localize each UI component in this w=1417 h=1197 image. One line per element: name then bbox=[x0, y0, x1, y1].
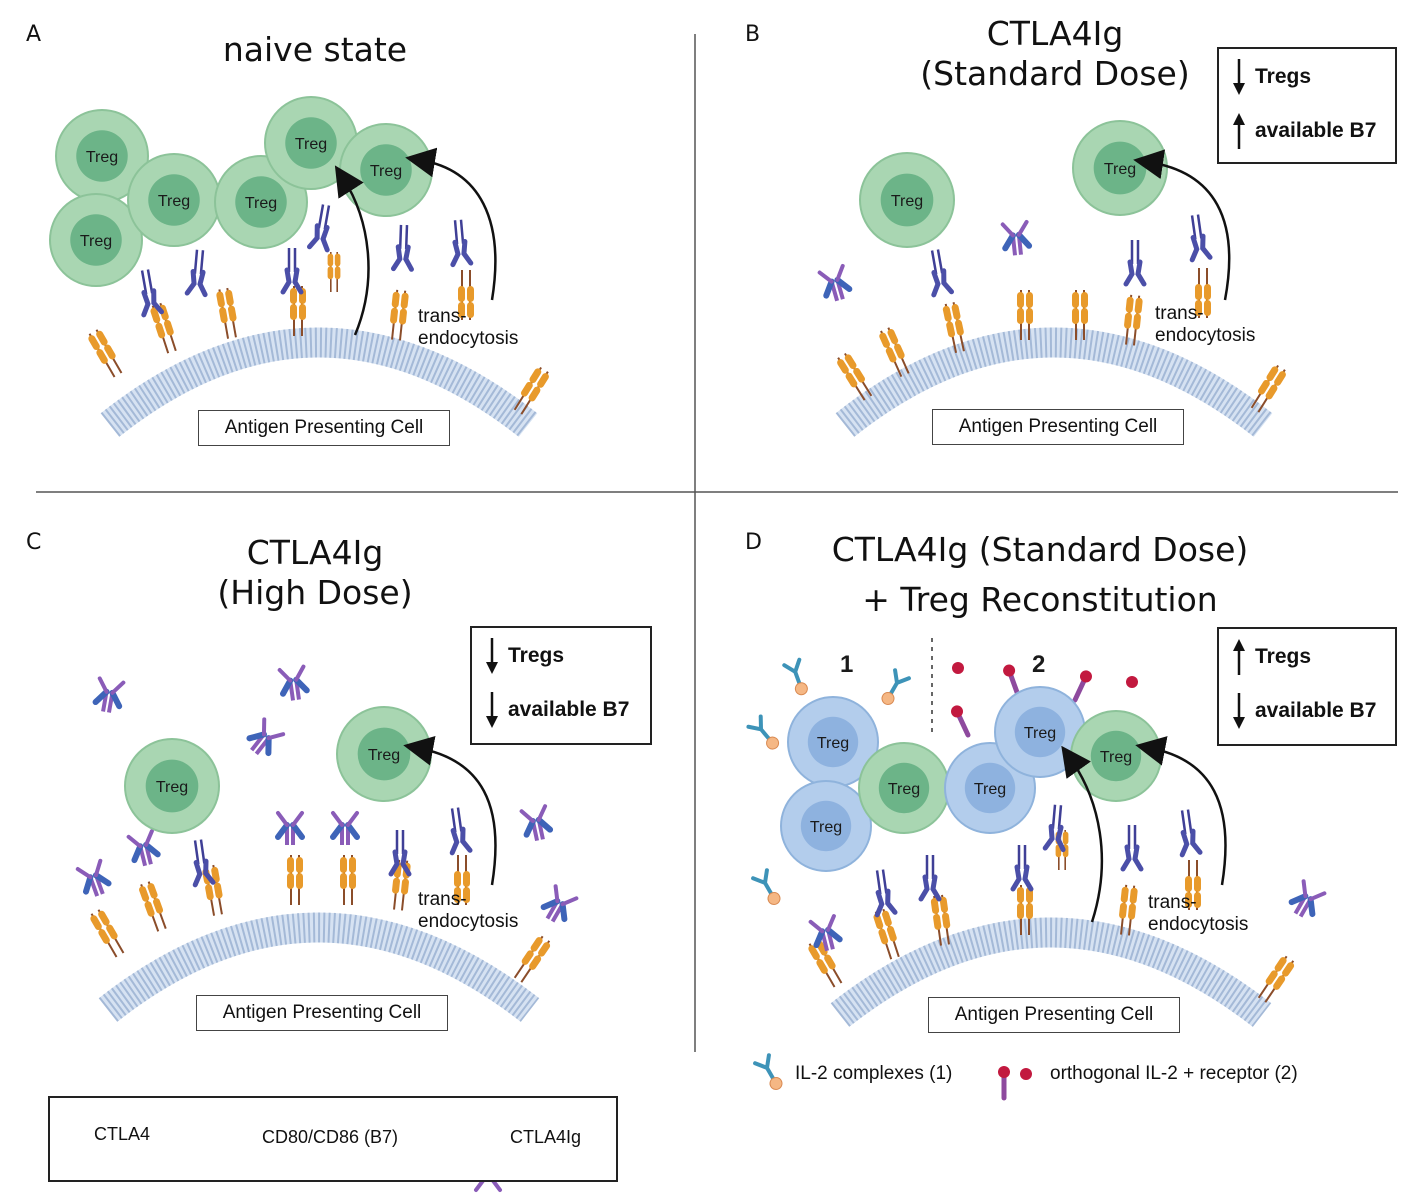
down-arrow-icon bbox=[486, 692, 498, 728]
effect-row-d-2: available B7 bbox=[1231, 691, 1376, 731]
treg-d-6-label: Treg bbox=[1100, 749, 1132, 766]
panel-title-a: naive state bbox=[222, 30, 408, 69]
treg-c-2-label: Treg bbox=[368, 747, 400, 764]
effect-row-c-1: Tregs bbox=[484, 636, 564, 676]
panel-title-c: CTLA4Ig(High Dose) bbox=[217, 533, 413, 612]
treg-a-3-label: Treg bbox=[158, 193, 190, 210]
arrow-a-2 bbox=[405, 147, 497, 301]
treg-d-5-label: Treg bbox=[1024, 725, 1056, 742]
treg-d-4-label: Treg bbox=[974, 781, 1006, 798]
treg-c-2: Treg bbox=[336, 706, 432, 802]
panel-letter-c: C bbox=[26, 530, 42, 555]
arrow-d-1 bbox=[1061, 745, 1104, 923]
apc-label-c: Antigen Presenting Cell bbox=[196, 995, 448, 1031]
legend-il2-complex-label: IL-2 complexes (1) bbox=[795, 1063, 953, 1084]
group-label-2: 2 bbox=[1032, 651, 1045, 678]
panel-title-b: CTLA4Ig(Standard Dose) bbox=[920, 14, 1190, 93]
treg-a-4-label: Treg bbox=[245, 195, 277, 212]
legend-ortho-icon bbox=[998, 1066, 1032, 1098]
apc-membrane-d bbox=[830, 917, 1272, 1027]
treg-a-6-label: Treg bbox=[370, 163, 402, 180]
treg-a-2-label: Treg bbox=[80, 233, 112, 250]
treg-b-1-label: Treg bbox=[891, 193, 923, 210]
treg-a-5: Treg bbox=[264, 96, 358, 190]
panel-d-molecules bbox=[746, 638, 1324, 1006]
treg-d-2: Treg bbox=[780, 780, 872, 872]
arrow-b bbox=[1133, 149, 1231, 301]
treg-d-1-label: Treg bbox=[817, 735, 849, 752]
up-arrow-icon bbox=[1233, 113, 1245, 149]
trans-endocytosis-label-a: trans-endocytosis bbox=[418, 306, 519, 349]
legend-il2-complex-icon bbox=[753, 1053, 788, 1095]
apc-membrane-c bbox=[98, 912, 540, 1022]
legend-ortho-label: orthogonal IL-2 + receptor (2) bbox=[1050, 1063, 1298, 1084]
apc-label-d: Antigen Presenting Cell bbox=[928, 997, 1180, 1033]
panel-letter-a: A bbox=[26, 22, 42, 47]
effect-row-c-2: available B7 bbox=[484, 690, 629, 730]
trans-endocytosis-label-c: trans-endocytosis bbox=[418, 889, 519, 932]
trans-endocytosis-label-b: trans-endocytosis bbox=[1155, 303, 1256, 346]
panel-letter-b: B bbox=[745, 22, 761, 47]
effect-row-b-1: Tregs bbox=[1231, 57, 1311, 97]
apc-label-b: Antigen Presenting Cell bbox=[932, 409, 1184, 445]
treg-d-3-label: Treg bbox=[888, 781, 920, 798]
effect-box-c: Tregs available B7 bbox=[470, 626, 652, 745]
apc-label-a: Antigen Presenting Cell bbox=[198, 410, 450, 446]
arrow-a-1 bbox=[334, 165, 370, 336]
treg-b-2: Treg bbox=[1072, 120, 1168, 216]
legend-ctla4ig-label: CTLA4Ig bbox=[510, 1127, 582, 1147]
panel-letter-d: D bbox=[745, 530, 762, 555]
legend-ctla4-label: CTLA4 bbox=[94, 1124, 151, 1144]
treg-d-2-label: Treg bbox=[810, 819, 842, 836]
treg-a-3: Treg bbox=[127, 153, 221, 247]
effect-row-b-2: available B7 bbox=[1231, 111, 1376, 151]
down-arrow-icon bbox=[1233, 59, 1245, 95]
treg-a-1-label: Treg bbox=[86, 149, 118, 166]
treg-b-2-label: Treg bbox=[1104, 161, 1136, 178]
treg-d-1: Treg bbox=[787, 696, 879, 788]
effect-box-d: Tregs available B7 bbox=[1217, 627, 1397, 746]
trans-endocytosis-label-d: trans-endocytosis bbox=[1148, 892, 1249, 935]
treg-a-6: Treg bbox=[339, 123, 433, 217]
down-arrow-icon bbox=[1233, 693, 1245, 729]
effect-row-d-1: Tregs bbox=[1231, 637, 1311, 677]
arrow-c bbox=[403, 736, 497, 886]
treg-c-1: Treg bbox=[124, 738, 220, 834]
treg-c-1-label: Treg bbox=[156, 779, 188, 796]
treg-d-3: Treg bbox=[858, 742, 950, 834]
arrow-d-2 bbox=[1135, 736, 1227, 886]
legend-box bbox=[48, 1096, 618, 1182]
treg-d-6: Treg bbox=[1070, 710, 1162, 802]
up-arrow-icon bbox=[1233, 639, 1245, 675]
legend-b7-label: CD80/CD86 (B7) bbox=[262, 1127, 399, 1147]
apc-membrane-a bbox=[100, 327, 538, 437]
group-label-1: 1 bbox=[840, 651, 853, 678]
treg-a-5-label: Treg bbox=[295, 136, 327, 153]
panel-title-d: CTLA4Ig (Standard Dose)+ Treg Reconstitu… bbox=[831, 530, 1249, 619]
treg-a-2: Treg bbox=[49, 193, 143, 287]
treg-b-1: Treg bbox=[859, 152, 955, 248]
down-arrow-icon bbox=[486, 638, 498, 674]
apc-membrane-b bbox=[835, 327, 1273, 437]
effect-box-b: Tregs available B7 bbox=[1217, 47, 1397, 164]
